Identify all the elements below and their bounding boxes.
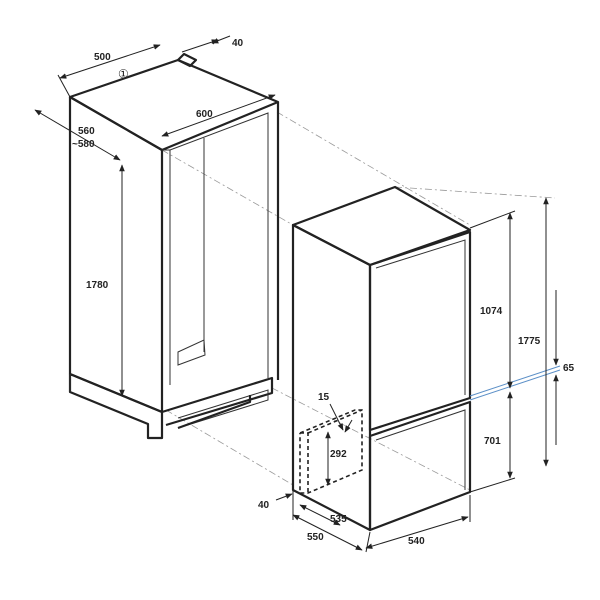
label-niche-height: 1780	[86, 280, 109, 291]
projection-lines	[161, 111, 556, 491]
label-top-mark: ①	[118, 67, 129, 81]
cabinet-niche	[68, 52, 280, 440]
label-niche-depth-1: 560	[78, 126, 95, 137]
label-hinge-offset: 15	[318, 392, 330, 403]
dimension-labels: 500 40 ① 560 ~580 600 1780 1074 1775 65 …	[72, 38, 575, 547]
label-total-height: 1775	[518, 336, 541, 347]
label-niche-depth-2: ~580	[72, 139, 95, 150]
label-niche-width: 600	[196, 109, 213, 120]
dimension-lines	[34, 35, 559, 553]
label-side-gap: 40	[258, 500, 270, 511]
fridge-unit	[291, 185, 561, 532]
label-top-vent: 40	[232, 38, 244, 49]
label-hinge-height: 292	[330, 449, 347, 460]
label-base-depth: 550	[307, 532, 324, 543]
label-base-width: 540	[408, 536, 425, 547]
label-lower-door: 701	[484, 436, 501, 447]
label-door-gap: 65	[563, 363, 575, 374]
label-base-depth-inner: 535	[330, 514, 347, 525]
label-upper-door: 1074	[480, 306, 503, 317]
label-top-width: 500	[94, 52, 111, 63]
